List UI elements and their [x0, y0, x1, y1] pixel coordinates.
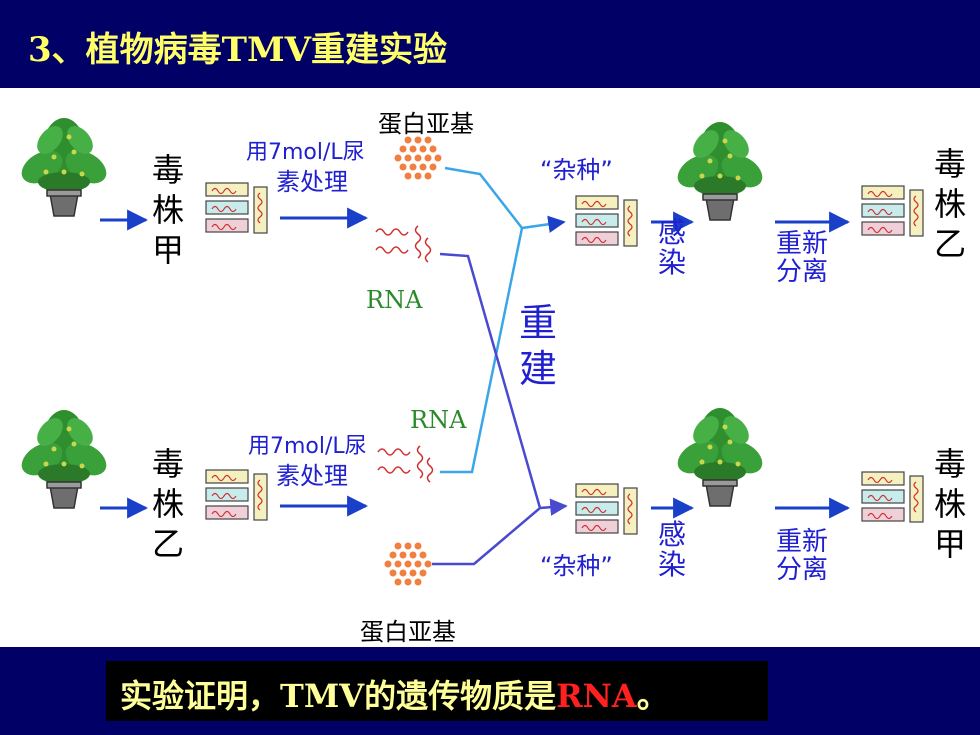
- reisolate-label-bottom: 重新分离: [776, 527, 829, 585]
- hybrid-label-bottom: “杂种”: [540, 552, 613, 580]
- protein-subunit-a-icon: [394, 136, 442, 180]
- treatment-label-top-line1: 用7mol/L尿: [246, 140, 365, 165]
- rna-b-to-top-hybrid-line: [440, 227, 524, 474]
- strain-a-label: 毒株甲: [151, 151, 184, 269]
- protein-subunit-label-bottom: 蛋白亚基: [360, 618, 456, 646]
- treatment-label-top-line2: 素处理: [276, 168, 348, 196]
- treatment-label-bottom-line1: 用7mol/L尿: [248, 434, 367, 459]
- plant-infected-top-icon: [671, 121, 769, 221]
- infect-label-top: 感染: [657, 216, 686, 279]
- treatment-label-bottom-line2: 素处理: [276, 462, 348, 490]
- protein-subunit-label-top: 蛋白亚基: [378, 110, 474, 138]
- reisolate-label-top: 重新分离: [776, 229, 829, 287]
- strain-result-b-label: 毒株乙: [933, 145, 966, 263]
- rna-b-icon: [377, 445, 434, 483]
- plant-strain-a-icon: [15, 117, 113, 217]
- reconstruction-diagram: [15, 117, 924, 586]
- hybrid-virus-top-icon: [575, 195, 638, 247]
- strain-b-label: 毒株乙: [151, 445, 184, 563]
- protein-b-to-bottom-hybrid-line: [432, 498, 568, 566]
- strain-result-a-label: 毒株甲: [933, 445, 966, 563]
- hybrid-virus-bottom-icon: [575, 483, 638, 535]
- infect-label-bottom: 感染: [657, 518, 686, 581]
- plant-strain-b-icon: [15, 409, 113, 509]
- protein-subunit-b-icon: [384, 542, 432, 586]
- page-title: 3、植物病毒TMV重建实验: [28, 30, 447, 70]
- rna-a-to-bottom-hybrid-line: [439, 252, 542, 509]
- rna-label-bottom: RNA: [410, 406, 467, 434]
- virus-b-icon: [205, 469, 268, 521]
- plant-infected-bottom-icon: [671, 407, 769, 507]
- virus-a-icon: [205, 182, 268, 234]
- rna-label-top: RNA: [366, 286, 423, 314]
- protein-a-to-top-hybrid-line: [444, 166, 566, 233]
- hybrid-label-top: “杂种”: [540, 156, 613, 184]
- conclusion-text: 实验证明，TMV的遗传物质是RNA。: [120, 677, 669, 715]
- rna-a-icon: [375, 225, 432, 263]
- virus-result-b-icon: [861, 185, 924, 237]
- conclusion-highlight: RNA: [556, 677, 637, 715]
- conclusion-box: 实验证明，TMV的遗传物质是RNA。: [106, 661, 768, 721]
- virus-result-a-icon: [861, 471, 924, 523]
- header-bar: 3、植物病毒TMV重建实验: [0, 0, 980, 88]
- reconstruction-label: 重建: [518, 301, 557, 391]
